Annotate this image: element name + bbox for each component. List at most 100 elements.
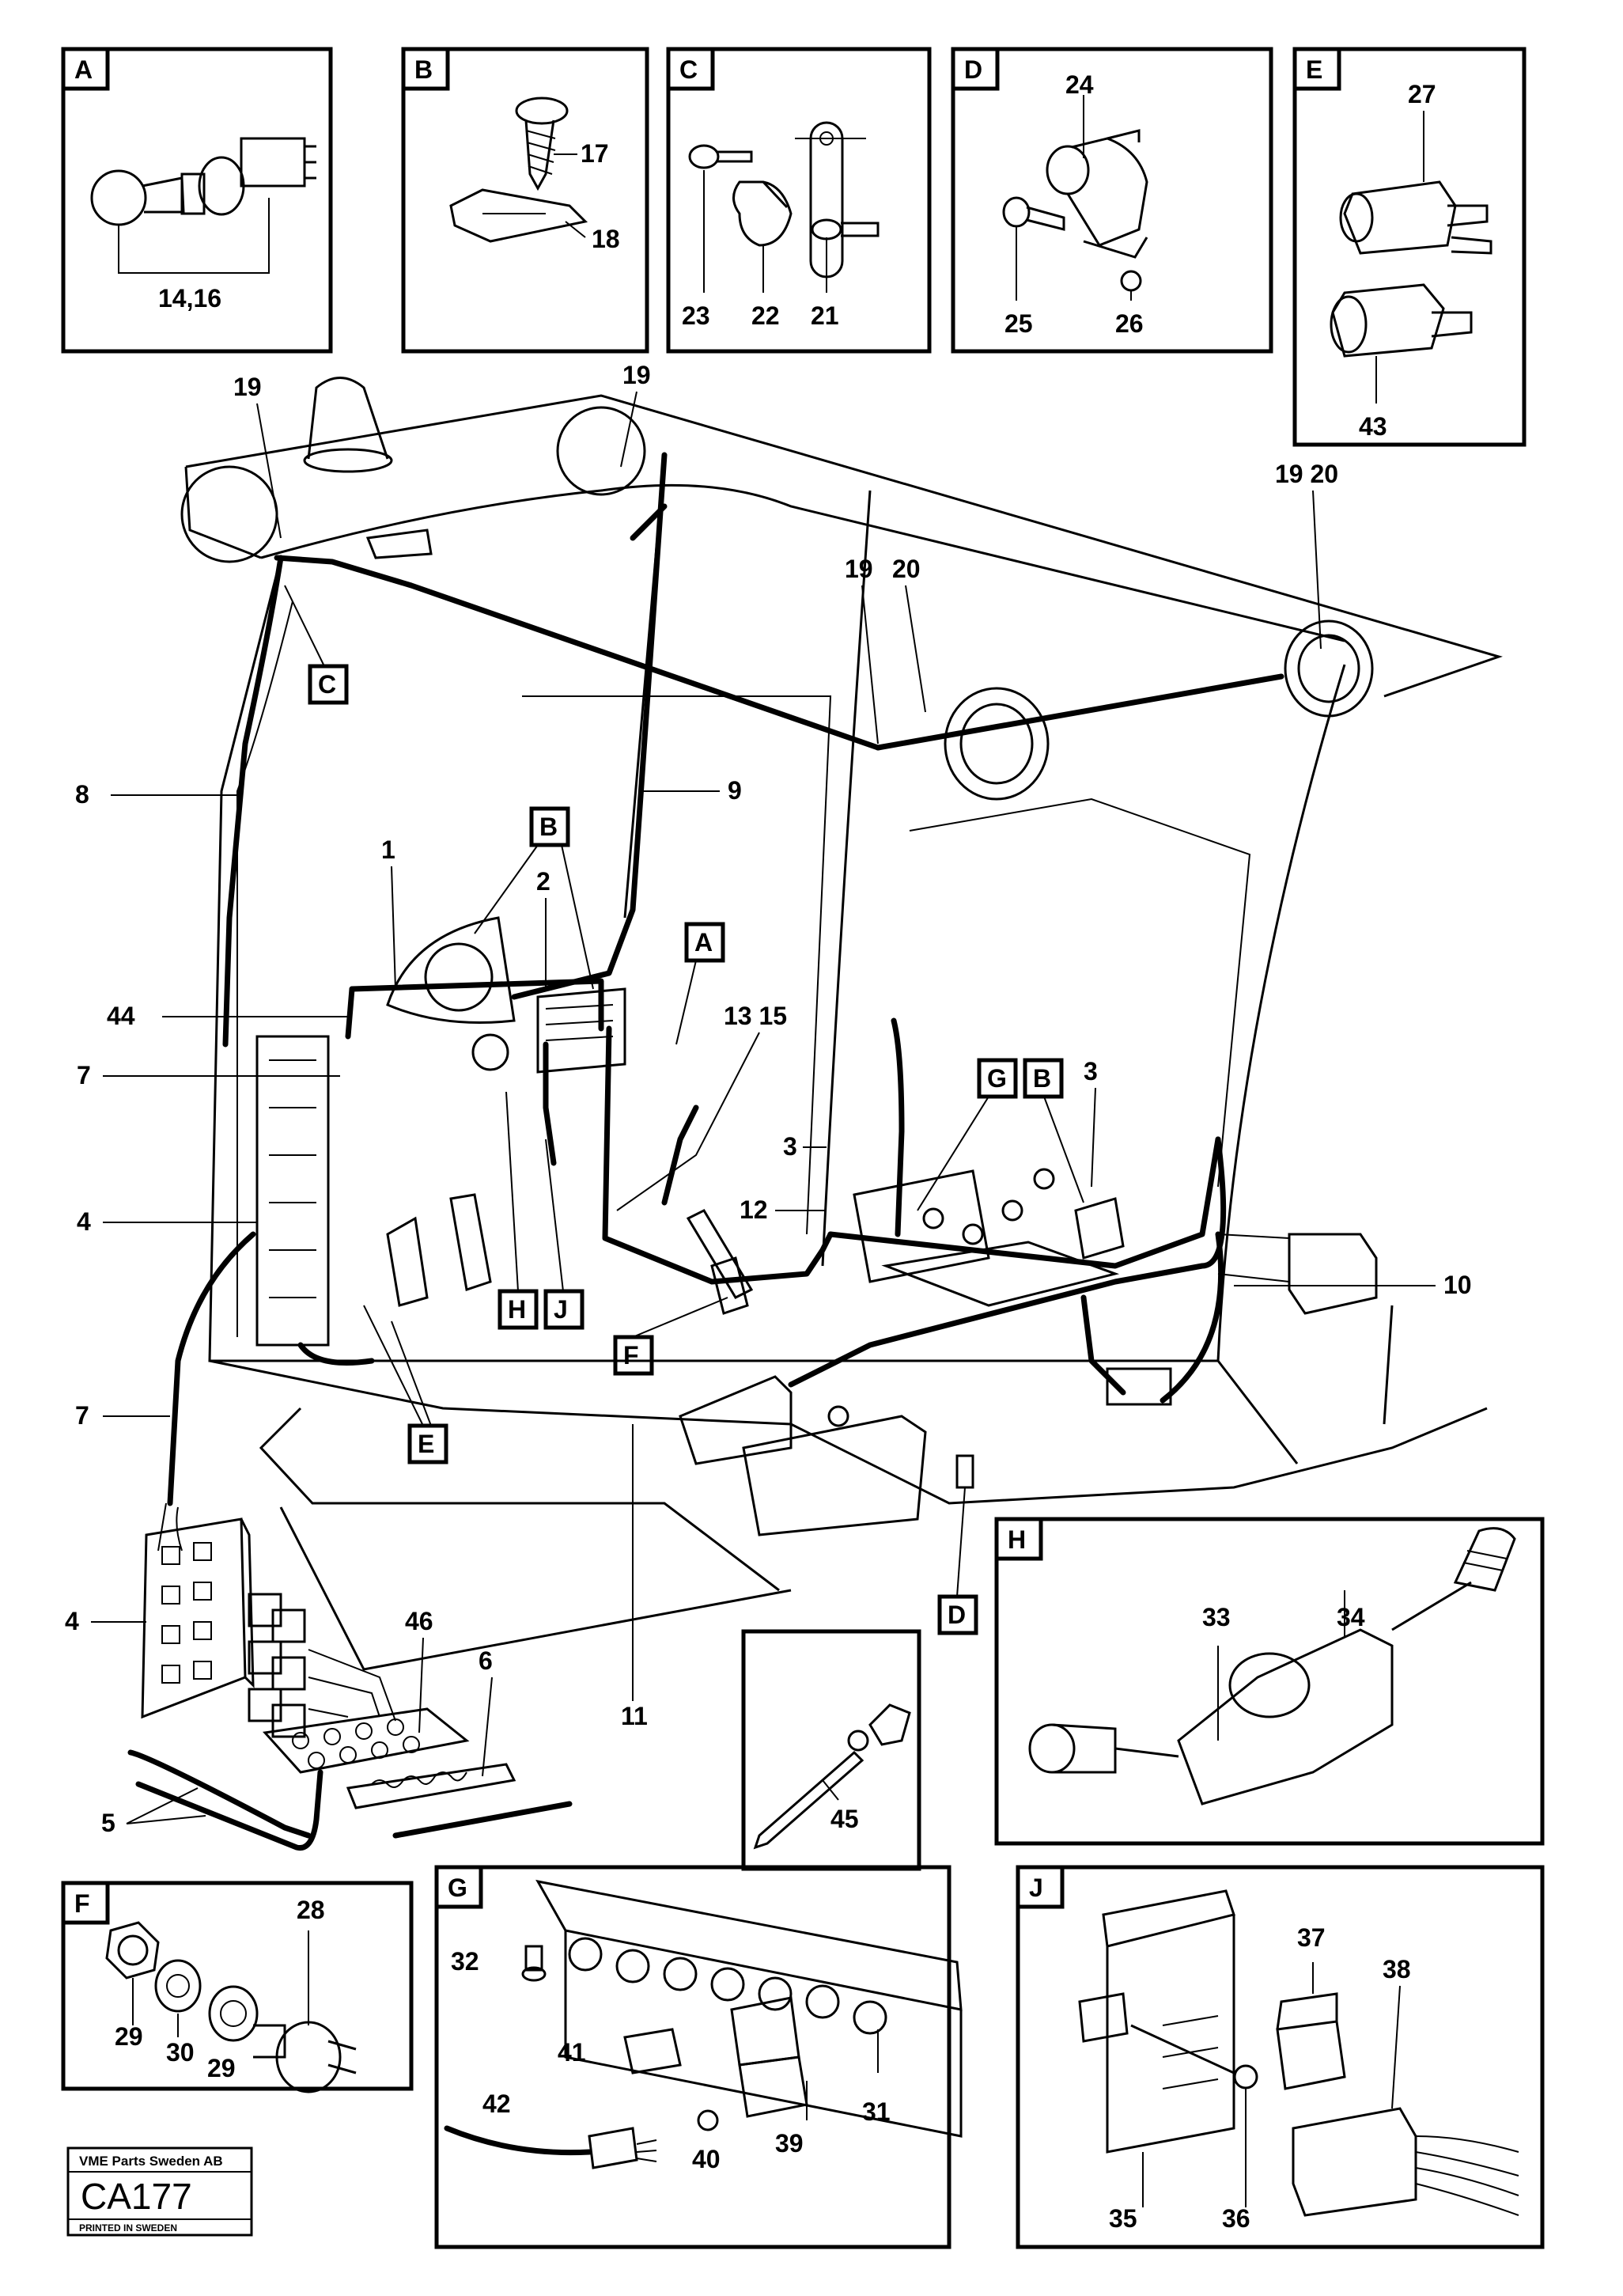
callout-8: 8 (75, 780, 89, 809)
ignition-switch-drawing (1002, 95, 1148, 301)
label-14-16: 14,16 (158, 284, 221, 313)
box-g: G (987, 1064, 1007, 1093)
label-27: 27 (1408, 80, 1436, 108)
label-38: 38 (1383, 1955, 1411, 1983)
callout-12: 12 (740, 1195, 768, 1224)
callout-11: 11 (621, 1702, 648, 1730)
label-25: 25 (1004, 309, 1033, 338)
callout-9: 9 (728, 776, 742, 805)
callout-5: 5 (101, 1809, 115, 1837)
inset-j-letter: J (1029, 1874, 1043, 1902)
screw-clip-drawing (449, 97, 588, 243)
label-34: 34 (1337, 1603, 1365, 1631)
title-block: VME Parts Sweden AB CA177 PRINTED IN SWE… (66, 2146, 253, 2237)
inset-f: F 28 29 30 29 (61, 1881, 414, 2093)
inset-b: B 17 18 (401, 47, 649, 354)
inset-e-letter: E (1306, 55, 1322, 84)
title-printed: PRINTED IN SWEDEN (79, 2222, 177, 2233)
box-c: C (318, 670, 336, 699)
label-36: 36 (1222, 2204, 1250, 2233)
inset-d-letter: D (964, 55, 982, 84)
label-41: 41 (558, 2038, 586, 2067)
fuse-relay-assembly (127, 1502, 573, 1851)
label-40: 40 (692, 2145, 721, 2173)
inset-d: D 24 25 26 (951, 47, 1273, 354)
box-j: J (554, 1295, 568, 1324)
callout-1: 1 (381, 835, 395, 864)
inset-g: G 32 41 42 40 39 31 (434, 1865, 963, 2249)
inset-c-letter: C (679, 55, 698, 84)
callout-10: 10 (1443, 1271, 1472, 1299)
inset-b-letter: B (414, 55, 433, 84)
callout-3-right: 3 (1084, 1057, 1098, 1085)
label-23: 23 (682, 301, 710, 330)
title-company: VME Parts Sweden AB (79, 2154, 223, 2169)
box-e: E (418, 1430, 434, 1458)
inset-h-letter: H (1008, 1525, 1026, 1554)
terminal-45-drawing (753, 1703, 911, 1850)
label-24: 24 (1065, 70, 1094, 99)
box-a: A (694, 928, 713, 957)
label-18: 18 (592, 225, 620, 253)
label-37: 37 (1297, 1923, 1326, 1952)
label-29b: 29 (207, 2054, 236, 2082)
inset-45: 45 (741, 1629, 921, 1871)
inset-c: C 23 22 21 (666, 47, 932, 354)
pressure-switch-43-drawing (1330, 283, 1473, 404)
label-33: 33 (1202, 1603, 1231, 1631)
stalk-switch-drawing (1028, 1527, 1516, 1805)
relay-socket-drawing (1078, 1889, 1519, 2217)
switch-14-16-drawing (90, 137, 316, 274)
box-d: D (948, 1601, 966, 1629)
callout-19-20-right: 19 20 (1275, 460, 1338, 488)
inset-f-letter: F (74, 1889, 90, 1918)
label-39: 39 (775, 2129, 804, 2158)
label-30: 30 (166, 2038, 195, 2067)
box-h: H (508, 1295, 526, 1324)
inset-a: A 14,16 (61, 47, 333, 354)
nut-lockwasher-switch-drawing (105, 1921, 357, 2093)
inset-h: H 33 34 (994, 1517, 1545, 1846)
callout-6: 6 (479, 1646, 493, 1675)
label-22: 22 (751, 301, 780, 330)
callout-19-top: 19 (622, 361, 651, 389)
box-b-lower: B (1033, 1064, 1051, 1093)
pressure-switch-27-drawing (1339, 111, 1492, 255)
cab-drawing (180, 377, 1503, 1671)
box-f: F (623, 1341, 639, 1370)
main-callouts: 19 19 19 20 19 20 8 9 1 2 44 7 4 13 15 3… (65, 361, 1472, 1837)
callout-7-upper: 7 (77, 1061, 91, 1089)
label-35: 35 (1109, 2204, 1137, 2233)
callout-19-mid: 19 (845, 555, 873, 583)
callout-44: 44 (107, 1002, 135, 1030)
callout-4-upper: 4 (77, 1207, 91, 1236)
label-45: 45 (830, 1805, 859, 1833)
inset-g-letter: G (448, 1874, 467, 1902)
label-26: 26 (1115, 309, 1144, 338)
label-31: 31 (862, 2097, 891, 2126)
switch-panel-drawing (444, 1879, 963, 2169)
label-21: 21 (811, 301, 839, 330)
label-17: 17 (581, 139, 609, 168)
title-code: CA177 (81, 2176, 192, 2217)
wiring-harness (167, 452, 1284, 1506)
callout-20-mid: 20 (892, 555, 921, 583)
box-b-upper: B (539, 813, 558, 841)
callout-46: 46 (405, 1607, 433, 1635)
main-letter-boxes: C B A G B H J F E D (284, 585, 1084, 1635)
label-32: 32 (451, 1947, 479, 1976)
label-43: 43 (1359, 412, 1387, 441)
callout-4-lower: 4 (65, 1607, 79, 1635)
callout-19-left: 19 (233, 373, 262, 401)
callout-3-left: 3 (783, 1132, 797, 1161)
callout-13-15: 13 15 (724, 1002, 787, 1030)
inset-a-letter: A (74, 55, 93, 84)
label-29a: 29 (115, 2022, 143, 2051)
label-28: 28 (297, 1896, 325, 1924)
bulb-holder-drawing (688, 121, 880, 293)
inset-j: J 37 38 35 36 (1016, 1865, 1545, 2249)
inset-e: E 27 43 (1292, 47, 1527, 447)
callout-7-lower: 7 (75, 1401, 89, 1430)
label-42: 42 (482, 2090, 511, 2118)
